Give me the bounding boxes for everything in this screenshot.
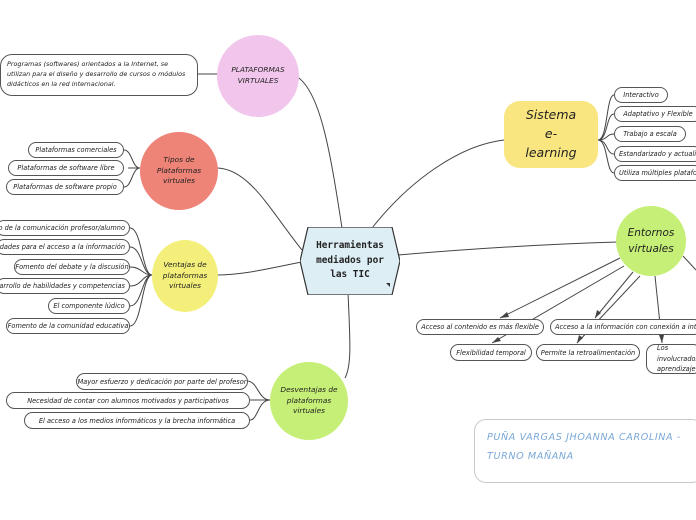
- central-node-label: Herramientas mediados por las TIC: [306, 231, 394, 291]
- link-tipos-items: [123, 149, 141, 188]
- sistema-item-text: Adaptativo y Flexible: [623, 110, 693, 118]
- link-desventajas-items: [246, 380, 271, 421]
- sistema-label: Sistema e-learning: [525, 107, 577, 160]
- ventajas-item-text: Facilidades para el acceso a la informac…: [0, 243, 125, 251]
- tipos-node[interactable]: Tipos de Plataformas virtuales: [140, 132, 218, 210]
- desventajas-label: Desventajas de plataformas virtuales: [280, 384, 338, 416]
- tipos-item: Plataformas comerciales: [28, 142, 124, 158]
- sistema-item-text: Interactivo: [623, 91, 659, 99]
- link-central-entornos: [397, 241, 619, 256]
- entornos-item-text: Acceso a la información con conexión a i…: [555, 323, 696, 331]
- ventajas-item-text: Fomento del debate y la discusión: [15, 263, 129, 271]
- author-line-2: TURNO MAÑANA: [487, 451, 574, 462]
- entornos-item: Flexibilidad temporal: [450, 344, 532, 361]
- ventajas-item-text: El componente lúdico: [53, 302, 125, 310]
- sistema-item-text: Estandarizado y actualizado: [619, 150, 696, 158]
- sistema-item: Adaptativo y Flexible: [614, 106, 696, 122]
- entornos-item-text: Acceso al contenido es más flexible: [421, 323, 539, 331]
- link-central-plataformas: [295, 75, 343, 229]
- sistema-item: Trabajo a escala: [614, 126, 686, 142]
- ventajas-item: Fomento del debate y la discusión: [14, 259, 130, 275]
- link-ventajas-items: [129, 227, 153, 327]
- sistema-item-text: Utiliza múltiples plataformas: [619, 169, 696, 177]
- author-line-1: PUÑA VARGAS JHOANNA CAROLINA -: [487, 432, 681, 443]
- ventajas-item-text: Fomento de la comunidad educativa: [7, 322, 129, 330]
- ventajas-label: Ventajas de plataformas virtuales: [162, 259, 208, 291]
- plataformas-node[interactable]: PLATAFORMAS VIRTUALES: [217, 35, 299, 117]
- entornos-item: Permite la retroalimentación: [536, 344, 640, 361]
- plataformas-definition-text: Programas (softwares) orientados a la In…: [7, 60, 186, 88]
- sistema-node[interactable]: Sistema e-learning: [504, 101, 598, 168]
- link-central-ventajas: [214, 261, 303, 276]
- entornos-item: Acceso a la información con conexión a i…: [550, 319, 696, 335]
- desventajas-item: Mayor esfuerzo y dedicación por parte de…: [76, 373, 248, 390]
- link-central-desventajas: [344, 291, 351, 379]
- entornos-item: Los involucrados aprendizaje: [646, 344, 696, 374]
- entornos-item-text: Permite la retroalimentación: [540, 348, 636, 357]
- desventajas-item: Necesidad de contar con alumnos motivado…: [6, 392, 250, 409]
- ventajas-item: El componente lúdico: [48, 298, 130, 314]
- tipos-item-text: Plataformas de software propio: [13, 183, 117, 191]
- link-sistema-items: [597, 94, 615, 174]
- tipos-item-text: Plataformas de software libre: [17, 164, 115, 172]
- entornos-item-text: Los involucrados aprendizaje: [657, 344, 696, 374]
- desventajas-item-text: El acceso a los medios informáticos y la…: [38, 416, 236, 425]
- central-node[interactable]: [300, 227, 400, 295]
- entornos-item: Acceso al contenido es más flexible: [416, 319, 544, 335]
- central-text: Herramientas mediados por las TIC: [316, 240, 384, 281]
- desventajas-item-text: Necesidad de contar con alumnos motivado…: [27, 396, 229, 405]
- link-central-sistema: [371, 139, 505, 229]
- plataformas-label: PLATAFORMAS VIRTUALES: [231, 65, 285, 85]
- tipos-item: Plataformas de software propio: [6, 179, 124, 195]
- ventajas-item: Facilidades para el acceso a la informac…: [0, 239, 130, 255]
- ventajas-node[interactable]: Ventajas de plataformas virtuales: [152, 240, 218, 312]
- ventajas-item: Fomento de la comunicación profesor/alum…: [0, 220, 130, 236]
- tipos-item: Plataformas de software libre: [8, 160, 124, 176]
- plataformas-definition: Programas (softwares) orientados a la In…: [0, 54, 198, 96]
- sistema-item: Interactivo: [614, 87, 668, 103]
- ventajas-item-text: Fomento de la comunicación profesor/alum…: [0, 224, 125, 232]
- author-box: PUÑA VARGAS JHOANNA CAROLINA - TURNO MAÑ…: [474, 419, 696, 483]
- ventajas-item-text: Desarrollo de habilidades y competencias: [0, 282, 125, 290]
- entornos-node[interactable]: Entornos virtuales: [616, 206, 686, 276]
- desventajas-item-text: Mayor esfuerzo y dedicación por parte de…: [77, 377, 247, 386]
- ventajas-item: Fomento de la comunidad educativa: [6, 318, 130, 334]
- entornos-item-text: Flexibilidad temporal: [456, 348, 526, 357]
- link-central-tipos: [217, 167, 303, 251]
- tipos-item-text: Plataformas comerciales: [35, 146, 117, 154]
- desventajas-node[interactable]: Desventajas de plataformas virtuales: [270, 362, 348, 440]
- ventajas-item: Desarrollo de habilidades y competencias: [0, 278, 130, 294]
- tipos-label: Tipos de Plataformas virtuales: [156, 154, 202, 186]
- sistema-item-text: Trabajo a escala: [623, 130, 677, 138]
- entornos-label: Entornos virtuales: [627, 226, 675, 255]
- sistema-item: Utiliza múltiples plataformas: [614, 165, 696, 181]
- desventajas-item: El acceso a los medios informáticos y la…: [24, 412, 250, 429]
- sistema-item: Estandarizado y actualizado: [614, 146, 696, 162]
